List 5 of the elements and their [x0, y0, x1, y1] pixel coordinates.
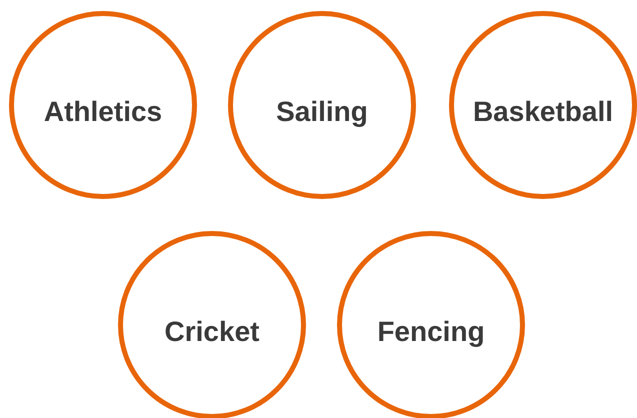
sport-name: Cricket	[164, 316, 260, 348]
sport-name: Sailing	[276, 96, 368, 128]
sport-name: Fencing	[377, 316, 485, 348]
sport-name: Basketball	[472, 96, 614, 128]
sport-name: Athletics	[44, 96, 162, 128]
